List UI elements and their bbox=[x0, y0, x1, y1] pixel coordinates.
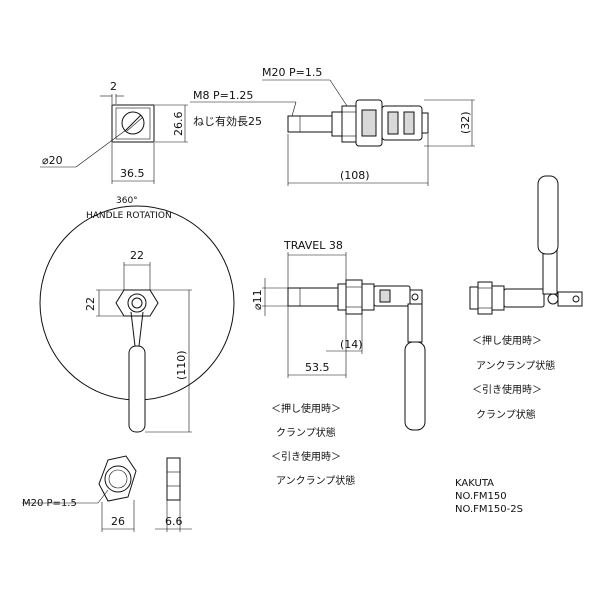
block-hole bbox=[121, 111, 145, 135]
top-view: M8 P=1.25 ねじ有効長25 M20 P=1.5 (32) (108) bbox=[190, 66, 475, 186]
right-view: ＜押し使用時＞ アンクランプ状態 ＜引き使用時＞ クランプ状態 bbox=[469, 175, 583, 421]
nut-view: M20 P=1.5 26 6.6 bbox=[22, 455, 192, 532]
top-rod bbox=[287, 115, 333, 133]
dim-14: (14) bbox=[340, 338, 363, 351]
front-handle bbox=[128, 345, 146, 433]
right-push-state: アンクランプ状態 bbox=[476, 359, 555, 372]
block-inner bbox=[115, 107, 151, 140]
dim-26: 26 bbox=[111, 515, 125, 528]
right-push-use: ＜押し使用時＞ bbox=[472, 334, 542, 347]
model-1: NO.FM150 bbox=[455, 491, 507, 502]
nut-side bbox=[166, 457, 181, 501]
side-pull-use: ＜引き使用時＞ bbox=[271, 450, 341, 463]
side-handle bbox=[404, 341, 426, 431]
dim-22-h: 22 bbox=[130, 249, 144, 262]
right-pull-state: クランプ状態 bbox=[476, 408, 536, 421]
dim-26-6: 26.6 bbox=[172, 112, 185, 137]
side-push-use: ＜押し使用時＞ bbox=[271, 402, 341, 415]
dim-108: (108) bbox=[340, 169, 370, 182]
dim-36-5: 36.5 bbox=[120, 167, 145, 180]
dim-53-5: 53.5 bbox=[305, 361, 330, 374]
dim-6-6: 6.6 bbox=[165, 515, 183, 528]
right-handle bbox=[537, 175, 559, 255]
block-view: 2 26.6 36.5 ⌀20 bbox=[40, 80, 188, 184]
rotation-label: HANDLE ROTATION bbox=[86, 211, 172, 221]
side-view: TRAVEL 38 ⌀11 (14) 53.5 ＜押し使用時＞ クランプ状態 ＜… bbox=[251, 239, 426, 487]
brand: KAKUTA bbox=[455, 478, 494, 489]
travel: TRAVEL 38 bbox=[283, 239, 343, 252]
side-push-state: クランプ状態 bbox=[276, 426, 336, 439]
thread-m8: M8 P=1.25 bbox=[193, 89, 253, 102]
side-pull-state: アンクランプ状態 bbox=[276, 474, 355, 487]
thread-length: ねじ有効長25 bbox=[193, 114, 262, 128]
rotation-deg: 360° bbox=[116, 196, 138, 206]
dim-110: (110) bbox=[175, 350, 188, 380]
dim-dia11: ⌀11 bbox=[251, 289, 264, 310]
nut-hex bbox=[98, 455, 137, 502]
dim-dia20: ⌀20 bbox=[42, 154, 63, 167]
rotation-view: 360° HANDLE ROTATION 22 22 (110) bbox=[39, 196, 235, 433]
dim-22-v: 22 bbox=[84, 297, 97, 311]
nut-m20: M20 P=1.5 bbox=[22, 498, 77, 509]
model-2: NO.FM150-2S bbox=[455, 504, 523, 515]
right-pull-use: ＜引き使用時＞ bbox=[472, 383, 542, 396]
dim-2: 2 bbox=[110, 80, 117, 93]
title-block: KAKUTA NO.FM150 NO.FM150-2S bbox=[455, 478, 523, 515]
side-rod bbox=[287, 287, 339, 307]
thread-m20: M20 P=1.5 bbox=[262, 66, 322, 79]
dim-32: (32) bbox=[459, 111, 472, 134]
